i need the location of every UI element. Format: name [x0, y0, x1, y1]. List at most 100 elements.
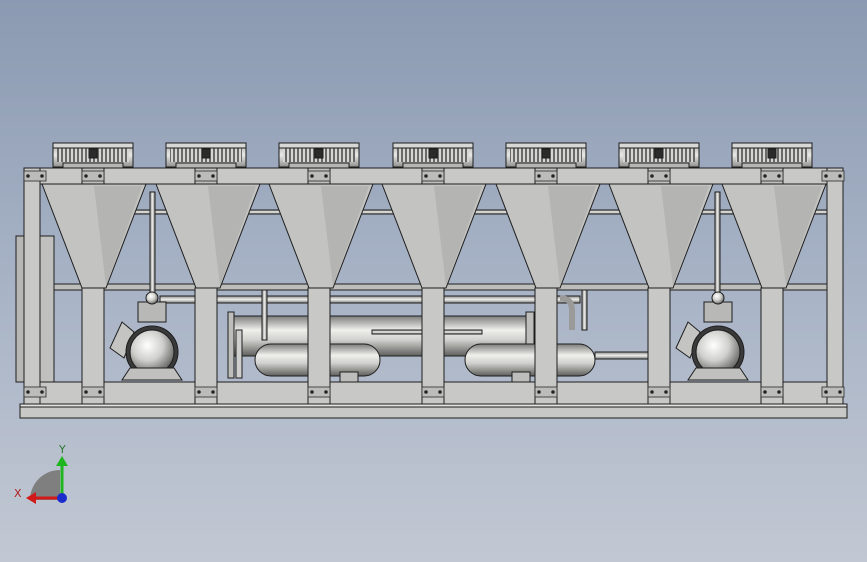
top-plate-2-bolt-b	[98, 174, 102, 178]
bottom-plate-3-bolt-b	[211, 390, 215, 394]
bottom-plate-7-bolt-b	[664, 390, 668, 394]
post-5	[534, 287, 558, 405]
bottom-plate-1-bolt-b	[40, 390, 44, 394]
post-7	[760, 287, 784, 405]
top-plate-1-bolt-b	[40, 174, 44, 178]
bottom-plate-2-bolt-a	[84, 390, 88, 394]
discharge-line	[594, 351, 656, 360]
fan-rim-2	[165, 142, 247, 149]
coil-hopper-shade-6	[661, 186, 709, 286]
bottom-plate-8	[760, 386, 784, 398]
suction-header	[159, 295, 581, 304]
top-plate-3-bolt-a	[197, 174, 201, 178]
receiver-right	[464, 343, 596, 377]
bottom-plate-3-bolt-a	[197, 390, 201, 394]
top-plate-8	[760, 170, 784, 182]
bottom-plate-8-bolt-a	[763, 390, 767, 394]
fan-base-4	[402, 162, 464, 169]
top-plate-9	[821, 170, 845, 182]
top-plate-7	[647, 170, 671, 182]
right-post	[826, 167, 844, 405]
top-plate-9-bolt-a	[824, 174, 828, 178]
compressor-head-2	[703, 301, 733, 323]
fan-base-3	[288, 162, 350, 169]
compressors	[109, 291, 749, 381]
elbow-pipe	[559, 295, 575, 330]
fan-rim-1	[52, 142, 134, 149]
evaporator-nozzle	[235, 329, 243, 379]
top-plate-4	[307, 170, 331, 182]
post-6	[647, 287, 671, 405]
y-axis-arrowhead	[56, 456, 68, 466]
fan-rim-3	[278, 142, 360, 149]
coil-hopper-shade-1	[94, 186, 142, 286]
z-axis-dot	[57, 493, 67, 503]
coil-hopper-shade-3	[321, 186, 369, 286]
bottom-plate-4-bolt-a	[310, 390, 314, 394]
post-1	[81, 287, 105, 405]
x-axis-label: X	[14, 487, 22, 500]
bottom-plate-8-bolt-b	[777, 390, 781, 394]
top-plate-7-bolt-b	[664, 174, 668, 178]
fan-hub-5	[541, 148, 551, 159]
bottom-plate-1	[23, 386, 47, 398]
fan-hub-7	[767, 148, 777, 159]
compressor-valve-2	[711, 291, 725, 305]
top-plate-8-bolt-a	[763, 174, 767, 178]
bottom-plate-6-bolt-b	[551, 390, 555, 394]
fan-hub-6	[654, 148, 664, 159]
bottom-plate-9-bolt-a	[824, 390, 828, 394]
compressor-body-1	[129, 329, 175, 375]
coil-hopper-shade-2	[208, 186, 256, 286]
compressor-terminal-box-1	[109, 321, 135, 359]
bottom-plate-9-bolt-b	[838, 390, 842, 394]
coil-hopper-shade-7	[774, 186, 822, 286]
fan-rim-6	[618, 142, 700, 149]
top-plate-6-bolt-b	[551, 174, 555, 178]
fan-base-6	[628, 162, 690, 169]
saddle-right	[511, 371, 531, 383]
top-plate-3	[194, 170, 218, 182]
left-post	[23, 167, 41, 405]
valve-stem-left	[261, 289, 268, 341]
top-plate-3-bolt-b	[211, 174, 215, 178]
fan-hub-4	[428, 148, 438, 159]
top-plate-6	[534, 170, 558, 182]
bottom-plate-1-bolt-a	[26, 390, 30, 394]
fan-row	[52, 142, 813, 169]
top-plate-5	[421, 170, 445, 182]
fan-rim-4	[392, 142, 474, 149]
bottom-plate-5-bolt-a	[424, 390, 428, 394]
post-3	[307, 287, 331, 405]
top-plate-1-bolt-a	[26, 174, 30, 178]
x-axis-arrowhead	[26, 492, 36, 504]
fan-hub-2	[201, 148, 211, 159]
compressor-mount-1	[121, 367, 183, 381]
top-plate-6-bolt-a	[537, 174, 541, 178]
bottom-plate-2	[81, 386, 105, 398]
side-panel	[15, 235, 25, 383]
top-plate-8-bolt-b	[777, 174, 781, 178]
riser-left	[149, 191, 156, 303]
compressor-valve-1	[145, 291, 159, 305]
bottom-plate-6	[534, 386, 558, 398]
top-plate-7-bolt-a	[650, 174, 654, 178]
compressor-head-1	[137, 301, 167, 323]
fan-hub-3	[314, 148, 324, 159]
end-cover	[39, 235, 55, 383]
top-plate-4-bolt-b	[324, 174, 328, 178]
bottom-plate-9	[821, 386, 845, 398]
compressor-terminal-box-2	[675, 321, 701, 359]
fan-hub-1	[88, 148, 98, 159]
saddle-left	[339, 371, 359, 383]
compressor-mount-2	[687, 367, 749, 381]
fan-base-1	[62, 162, 124, 169]
evaporator-flange-left	[227, 311, 235, 379]
top-plate-4-bolt-a	[310, 174, 314, 178]
top-plate-5-bolt-b	[438, 174, 442, 178]
top-plate-9-bolt-b	[838, 174, 842, 178]
y-axis-label: Y	[58, 443, 66, 456]
bottom-plate-7	[647, 386, 671, 398]
